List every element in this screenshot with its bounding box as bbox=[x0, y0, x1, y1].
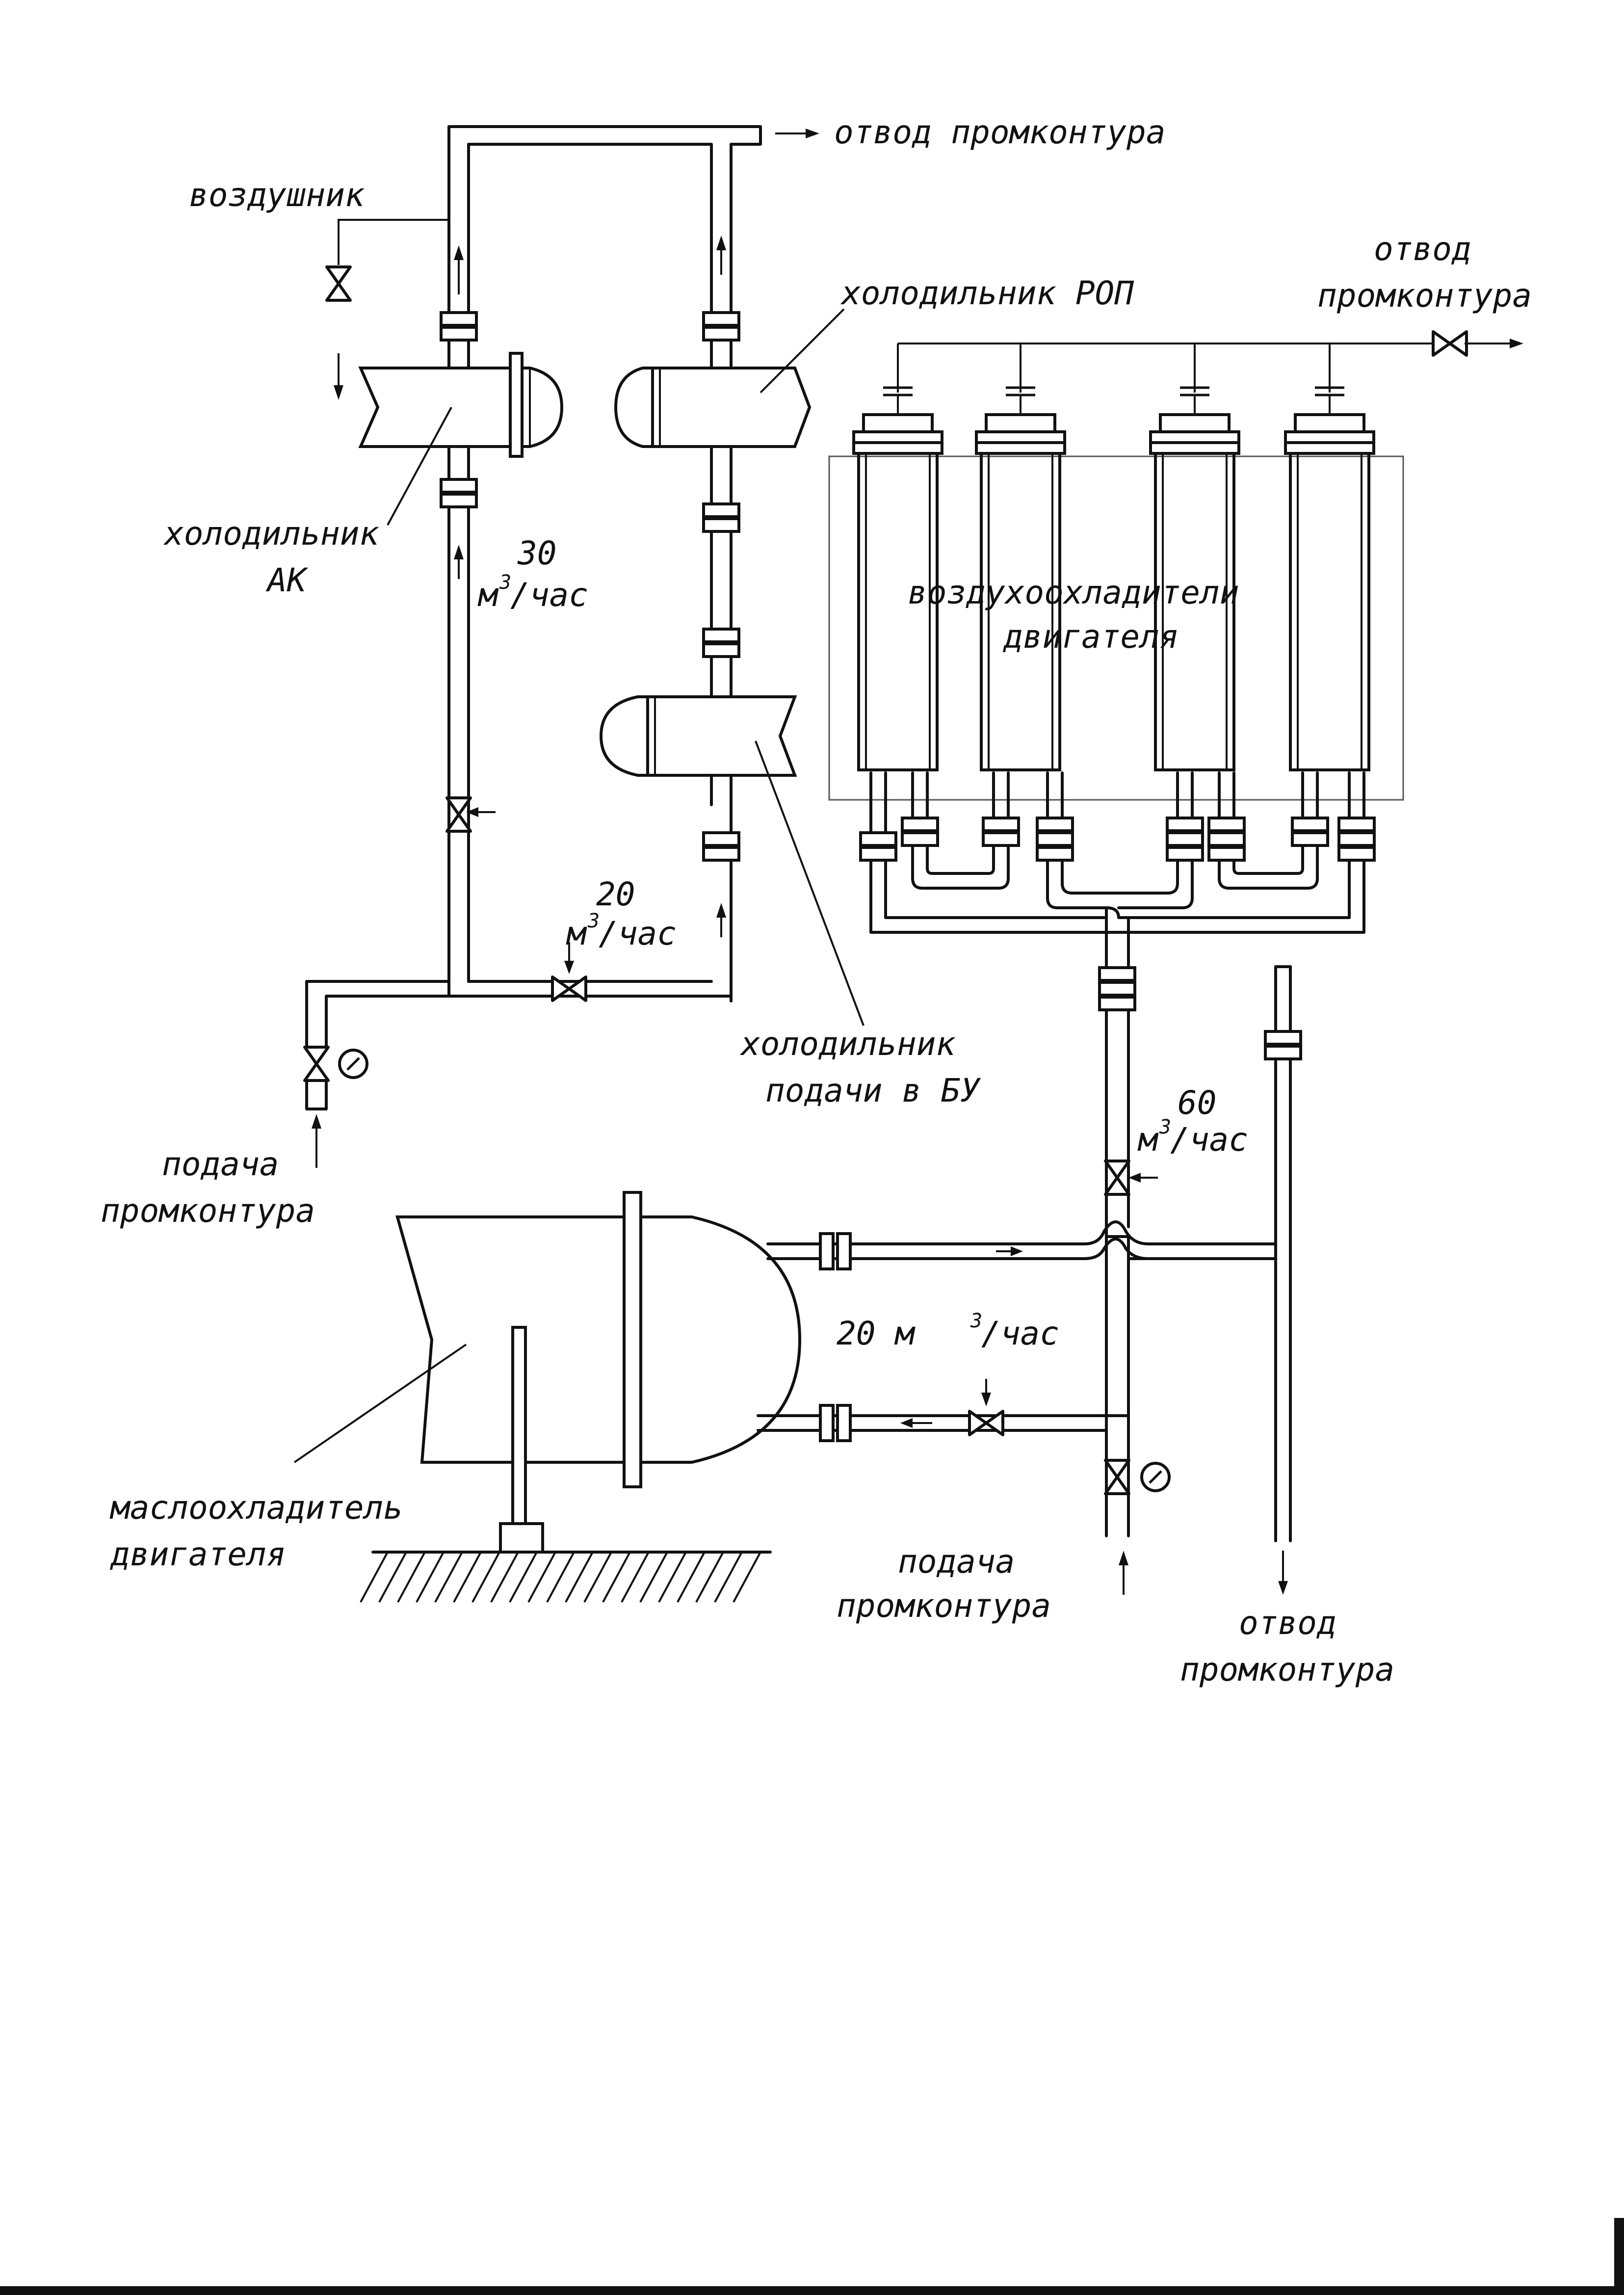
ground-hatch-line bbox=[527, 1552, 556, 1603]
ground-hatch-line bbox=[509, 1552, 538, 1603]
label-otvod-right-1: отвод bbox=[1374, 230, 1471, 268]
ground-hatch-line bbox=[733, 1552, 761, 1603]
label-vozduhoohl-1: воздухоохладители bbox=[908, 574, 1239, 611]
label-flow-60-unit-sup: 3 bbox=[1159, 1116, 1171, 1138]
ground-hatch-line bbox=[621, 1552, 650, 1603]
leader-lines bbox=[293, 308, 864, 1463]
pressure-gauge-icon bbox=[340, 1050, 367, 1078]
ground-hatch-line bbox=[360, 1552, 389, 1603]
ground-hatch-line bbox=[658, 1552, 687, 1603]
ground-hatch-line bbox=[471, 1552, 500, 1603]
label-flow-20a-unit-a: м bbox=[566, 915, 587, 952]
label-podacha-left-2: промконтура bbox=[101, 1192, 315, 1230]
label-otvod-bottom-1: отвод bbox=[1239, 1604, 1336, 1642]
ground-hatch-line bbox=[416, 1552, 445, 1603]
ground-hatch-line bbox=[434, 1552, 463, 1603]
left-valves bbox=[305, 267, 586, 1110]
label-holod-rop: холодильник РОП bbox=[840, 274, 1134, 312]
oil-cooler-pipes bbox=[757, 1161, 1288, 1595]
ground-hatch-line bbox=[378, 1552, 407, 1603]
air-cooler-icon bbox=[852, 343, 943, 771]
label-flow-20b-sup: 3 bbox=[970, 1310, 982, 1332]
ground-hatch-line bbox=[602, 1552, 631, 1603]
ground-hatch-line bbox=[490, 1552, 519, 1603]
ground-hatch-line bbox=[397, 1552, 426, 1603]
label-otvod-top: отвод промконтура bbox=[834, 113, 1166, 151]
left-flow-arrows bbox=[312, 129, 819, 1168]
label-flow-30-num: 30 bbox=[517, 534, 556, 572]
ground-hatch-line bbox=[453, 1552, 482, 1603]
manifold-flanges bbox=[861, 818, 1374, 1059]
air-cooler-manifold bbox=[869, 771, 1365, 1542]
label-holod-ak-2: АК bbox=[265, 561, 309, 599]
label-flow-20a-unit-b: /час bbox=[599, 915, 677, 952]
ground-hatch-line bbox=[546, 1552, 575, 1603]
label-vozduhoohl-2: двигателя bbox=[1002, 618, 1179, 656]
label-podacha-left-1: подача bbox=[162, 1145, 279, 1183]
label-otvod-right-2: промконтура bbox=[1317, 277, 1532, 315]
label-flow-60-unit-a: м bbox=[1137, 1121, 1159, 1159]
label-flow-30-unit-a: м bbox=[477, 576, 499, 614]
label-flow-60-num: 60 bbox=[1178, 1084, 1216, 1122]
ground-hatch-line bbox=[565, 1552, 594, 1603]
ground-hatch-line bbox=[714, 1552, 743, 1603]
air-cooler-icon bbox=[1284, 343, 1375, 771]
cooler-rop bbox=[614, 367, 812, 448]
flange-icon bbox=[441, 313, 476, 325]
ground-hatch-line bbox=[583, 1552, 612, 1603]
ground-hatch-icon bbox=[360, 1552, 761, 1603]
ground-hatch-line bbox=[639, 1552, 668, 1603]
label-flow-20b-b: /час bbox=[981, 1315, 1059, 1352]
label-podacha-mid-1: подача bbox=[898, 1543, 1015, 1581]
labels: отвод промконтура воздушник отвод промко… bbox=[101, 113, 1532, 1688]
label-flow-20b-a: 20 м bbox=[837, 1315, 916, 1352]
left-pipe-system bbox=[305, 125, 762, 1052]
label-flow-30-unit-sup: 3 bbox=[499, 571, 511, 594]
ground-hatch-line bbox=[677, 1552, 706, 1603]
label-maslo-1: маслоохладитель bbox=[109, 1489, 403, 1527]
air-cooler-icon bbox=[1149, 343, 1240, 771]
label-podacha-mid-2: промконтура bbox=[837, 1587, 1051, 1625]
label-vozdushnik: воздушник bbox=[189, 176, 365, 214]
label-flow-30-unit-b: /час bbox=[510, 576, 588, 614]
label-flow-20a-unit-sup: 3 bbox=[587, 910, 600, 932]
label-holod-bu-1: холодильник bbox=[739, 1025, 956, 1063]
label-holod-bu-2: подачи в БУ bbox=[765, 1072, 981, 1109]
air-cooler-units bbox=[852, 343, 1375, 771]
cooler-ak bbox=[358, 352, 564, 458]
air-cooler-icon bbox=[975, 343, 1066, 771]
valve-icon bbox=[327, 267, 350, 300]
label-maslo-2: двигателя bbox=[109, 1535, 286, 1573]
label-flow-20a-num: 20 bbox=[596, 875, 635, 913]
label-holod-ak-1: холодильник bbox=[163, 515, 379, 553]
page-edge bbox=[0, 2218, 1624, 2295]
ground-hatch-line bbox=[695, 1552, 724, 1603]
cooler-bu bbox=[599, 695, 797, 777]
label-flow-60-unit-b: /час bbox=[1170, 1121, 1248, 1159]
label-otvod-bottom-2: промконтура bbox=[1180, 1651, 1394, 1688]
oil-cooler bbox=[371, 1191, 802, 1554]
air-coolers-group bbox=[828, 332, 1523, 801]
